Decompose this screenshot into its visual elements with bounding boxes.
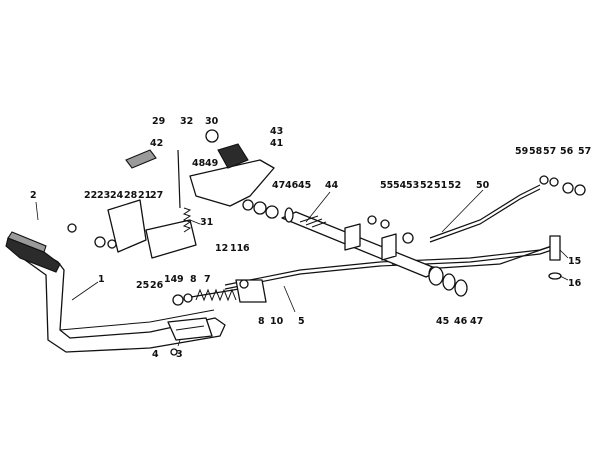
- pedal-assembly: [5, 231, 226, 353]
- upper-linkage: [67, 149, 197, 259]
- callout-8: 8: [190, 274, 197, 285]
- callout-45-upper: 45: [298, 180, 311, 191]
- callout-52-a: 52: [420, 180, 433, 191]
- callout-56: 56: [560, 146, 574, 157]
- washers: [242, 199, 468, 297]
- callout-24: 24: [110, 190, 124, 201]
- callout-3: 3: [176, 349, 183, 360]
- callout-27: 27: [150, 190, 163, 201]
- callout-labels: 1 2 3 4 5 6 7 8 8 9 10 11 12 14 15 16 21…: [30, 116, 591, 360]
- callout-21: 21: [138, 190, 151, 201]
- callout-58: 58: [529, 146, 543, 157]
- callout-26: 26: [150, 280, 164, 291]
- callout-42: 42: [150, 138, 163, 149]
- callout-57-b: 57: [578, 146, 591, 157]
- callout-47-upper: 47: [272, 180, 285, 191]
- callout-41: 41: [270, 138, 283, 149]
- callout-8-lower: 8: [258, 316, 265, 327]
- leader-lines: [35, 189, 569, 347]
- callout-55: 55: [380, 180, 393, 191]
- callout-22: 22: [84, 190, 97, 201]
- callout-9: 9: [177, 274, 184, 285]
- callout-49: 49: [205, 158, 218, 169]
- callout-4: 4: [152, 349, 159, 360]
- callout-23: 23: [97, 190, 110, 201]
- callout-2: 2: [30, 190, 37, 201]
- callout-59: 59: [515, 146, 528, 157]
- callout-12: 12: [215, 243, 228, 254]
- lever-handle: [125, 129, 275, 207]
- callout-1: 1: [98, 274, 105, 285]
- callout-50: 50: [476, 180, 490, 191]
- callout-31: 31: [200, 217, 213, 228]
- callout-6: 6: [243, 243, 250, 254]
- callout-53: 53: [406, 180, 419, 191]
- callout-43: 43: [270, 126, 283, 137]
- spring-assembly: [172, 279, 267, 306]
- callout-16: 16: [568, 278, 582, 289]
- callout-45-lower: 45: [436, 316, 449, 327]
- callout-52-b: 52: [448, 180, 461, 191]
- callout-25: 25: [136, 280, 149, 291]
- callout-10: 10: [270, 316, 284, 327]
- right-fittings: [539, 175, 586, 280]
- callout-14: 14: [164, 274, 178, 285]
- callout-48: 48: [192, 158, 206, 169]
- callout-44: 44: [325, 180, 339, 191]
- callout-57-a: 57: [543, 146, 556, 157]
- callout-47-lower: 47: [470, 316, 483, 327]
- callout-11: 11: [230, 243, 243, 254]
- callout-51: 51: [434, 180, 447, 191]
- callout-30: 30: [205, 116, 219, 127]
- callout-7: 7: [204, 274, 211, 285]
- callout-32: 32: [180, 116, 193, 127]
- callout-28: 28: [124, 190, 138, 201]
- callout-46-lower: 46: [454, 316, 468, 327]
- callout-46-upper: 46: [285, 180, 299, 191]
- callout-5: 5: [298, 316, 305, 327]
- lower-bracket: [167, 317, 213, 356]
- callout-15: 15: [568, 256, 581, 267]
- callout-54: 54: [393, 180, 407, 191]
- main-shaft: [281, 207, 441, 282]
- callout-29: 29: [152, 116, 165, 127]
